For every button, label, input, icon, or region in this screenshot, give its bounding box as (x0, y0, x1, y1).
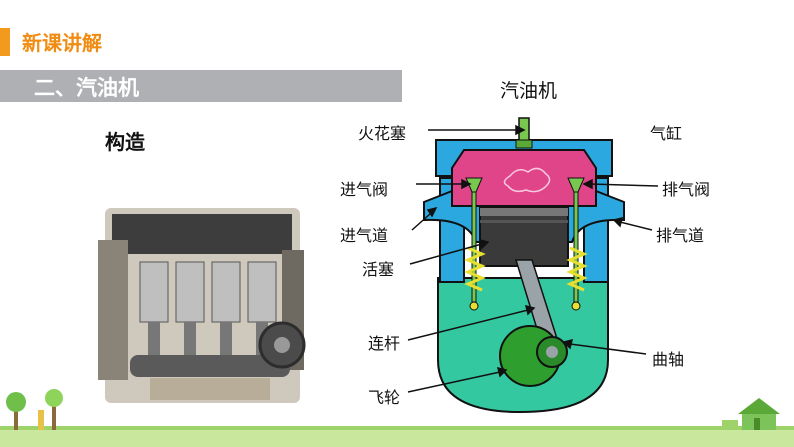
label-intake-port: 进气道 (340, 226, 389, 245)
header-accent-bar (0, 28, 10, 56)
photo-section-title: 构造 (105, 130, 145, 154)
label-intake-valve: 进气阀 (340, 180, 389, 199)
label-exhaust-valve: 排气阀 (662, 180, 711, 199)
header-title: 新课讲解 (22, 31, 102, 55)
label-connecting-rod: 连杆 (368, 334, 401, 353)
piston-shape (479, 207, 569, 267)
section-title: 二、汽油机 (34, 76, 139, 100)
section-band (0, 70, 402, 102)
label-piston: 活塞 (362, 260, 395, 279)
label-flywheel: 飞轮 (368, 388, 401, 407)
label-cylinder: 气缸 (650, 124, 683, 143)
label-spark-plug: 火花塞 (358, 124, 407, 143)
combustion-chamber (451, 149, 597, 207)
label-crankshaft: 曲轴 (652, 350, 685, 369)
spring-icon (464, 246, 588, 292)
label-exhaust-port: 排气道 (656, 226, 705, 245)
diagram-title: 汽油机 (500, 80, 558, 102)
